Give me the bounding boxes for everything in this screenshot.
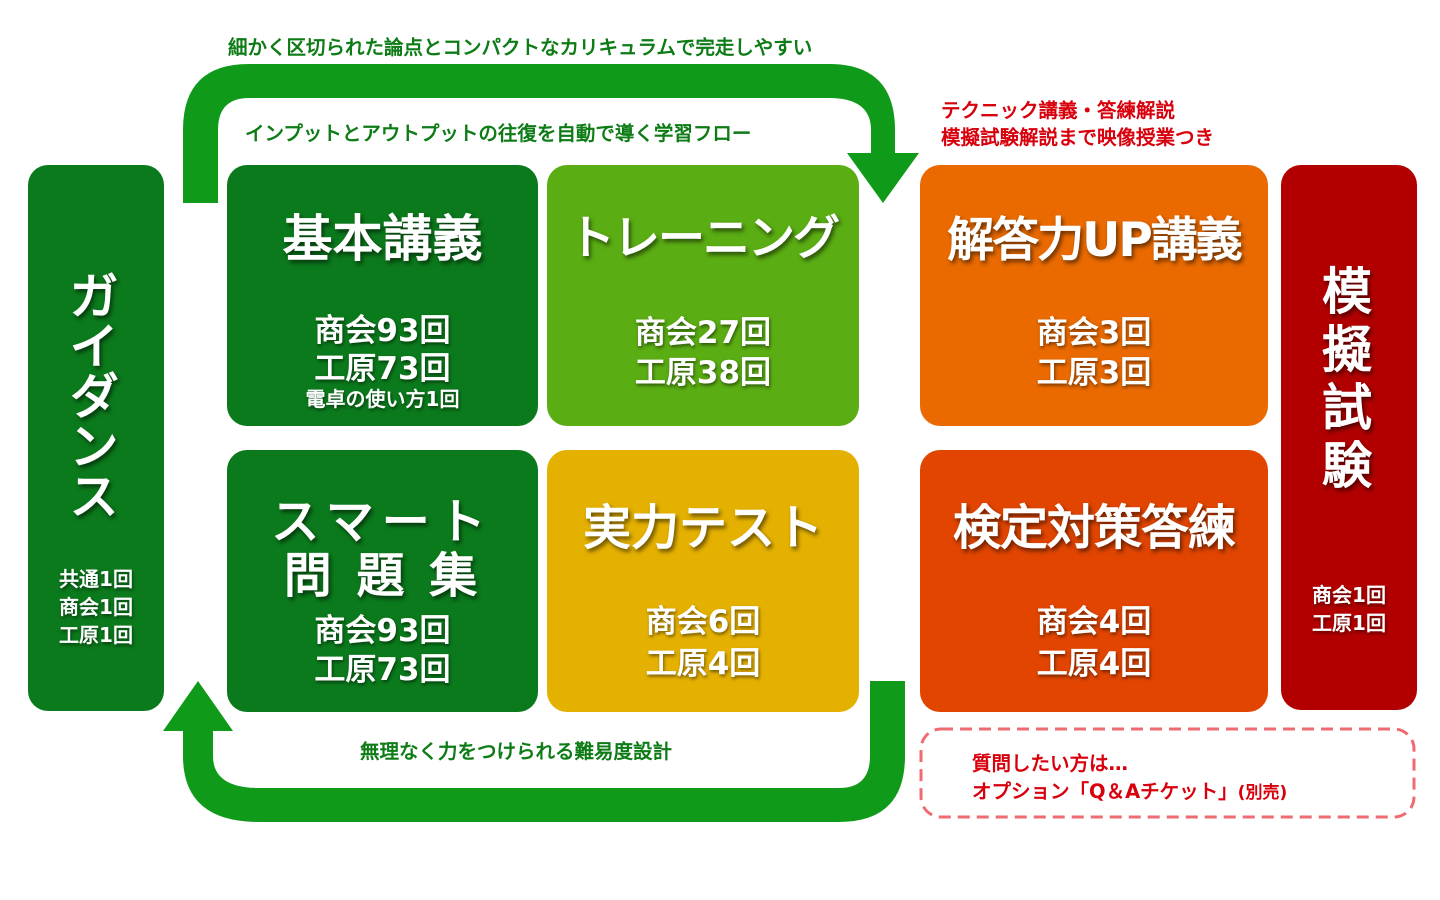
- jitsuryoku-count-kougen: 工原4回: [645, 646, 761, 682]
- kentei-count-kougen: 工原4回: [1036, 646, 1152, 682]
- jitsuryoku-count-shoukai: 商会6回: [645, 604, 761, 640]
- kihon-box: 基本講義 商会93回 工原73回 電卓の使い方1回: [227, 165, 538, 426]
- mogi-title: 模擬試験: [1314, 265, 1372, 497]
- kentei-box: 検定対策答練 商会4回 工原4回: [920, 450, 1268, 712]
- jitsuryoku-box: 実力テスト 商会6回 工原4回: [547, 450, 859, 712]
- smart-box: スマート 問 題 集 商会93回 工原73回: [227, 450, 538, 712]
- kihon-count-shoukai: 商会93回: [314, 313, 451, 349]
- mogi-box: 模擬試験 商会1回 工原1回: [1281, 165, 1417, 710]
- training-title: トレーニング: [568, 211, 840, 266]
- kaitou-count-kougen: 工原3回: [1036, 355, 1152, 391]
- guidance-count-shoukai: 商会1回: [59, 595, 133, 619]
- mogi-count-shoukai: 商会1回: [1312, 583, 1386, 607]
- smart-title-line2: 問 題 集: [283, 548, 482, 604]
- kaitou-title: 解答力UP講義: [947, 213, 1243, 268]
- guidance-box: ガイダンス 共通1回 商会1回 工原1回: [28, 165, 164, 711]
- smart-title-line1: スマート: [271, 494, 494, 550]
- caption-top-outer: 細かく区切られた論点とコンパクトなカリキュラムで完走しやすい: [228, 36, 813, 59]
- qa-sold-separately: (別売): [1237, 783, 1288, 803]
- training-box: トレーニング 商会27回 工原38回: [547, 165, 859, 426]
- bottom-flow-arrow: [163, 681, 905, 822]
- qa-line1: 質問したい方は…: [972, 752, 1129, 775]
- kentei-title: 検定対策答練: [952, 500, 1236, 556]
- training-count-kougen: 工原38回: [634, 355, 772, 391]
- guidance-count-kougen: 工原1回: [59, 623, 133, 647]
- mogi-count-kougen: 工原1回: [1312, 611, 1386, 635]
- caption-top-inner: インプットとアウトプットの往復を自動で導く学習フロー: [245, 122, 752, 145]
- caption-bottom: 無理なく力をつけられる難易度設計: [360, 740, 673, 763]
- kaitou-box: 解答力UP講義 商会3回 工原3回: [920, 165, 1268, 426]
- guidance-title: ガイダンス: [61, 270, 119, 520]
- kentei-count-shoukai: 商会4回: [1036, 604, 1152, 640]
- jitsuryoku-title: 実力テスト: [582, 500, 823, 556]
- guidance-count-common: 共通1回: [59, 567, 133, 591]
- smart-count-kougen: 工原73回: [314, 652, 451, 688]
- qa-ticket-option[interactable]: オプション「Q＆Aチケット」: [972, 780, 1238, 803]
- caption-right-line1: テクニック講義・答練解説: [941, 99, 1176, 122]
- caption-right-line2: 模擬試験解説まで映像授業つき: [941, 126, 1215, 149]
- smart-count-shoukai: 商会93回: [314, 613, 451, 649]
- qa-line2[interactable]: オプション「Q＆Aチケット」(別売): [972, 775, 1287, 804]
- training-count-shoukai: 商会27回: [634, 315, 772, 351]
- top-flow-arrow: [183, 64, 919, 203]
- kihon-title: 基本講義: [282, 210, 483, 268]
- kihon-note: 電卓の使い方1回: [305, 387, 460, 411]
- kihon-count-kougen: 工原73回: [314, 351, 451, 387]
- kaitou-count-shoukai: 商会3回: [1036, 315, 1152, 351]
- qa-dashed-border: [919, 727, 1416, 819]
